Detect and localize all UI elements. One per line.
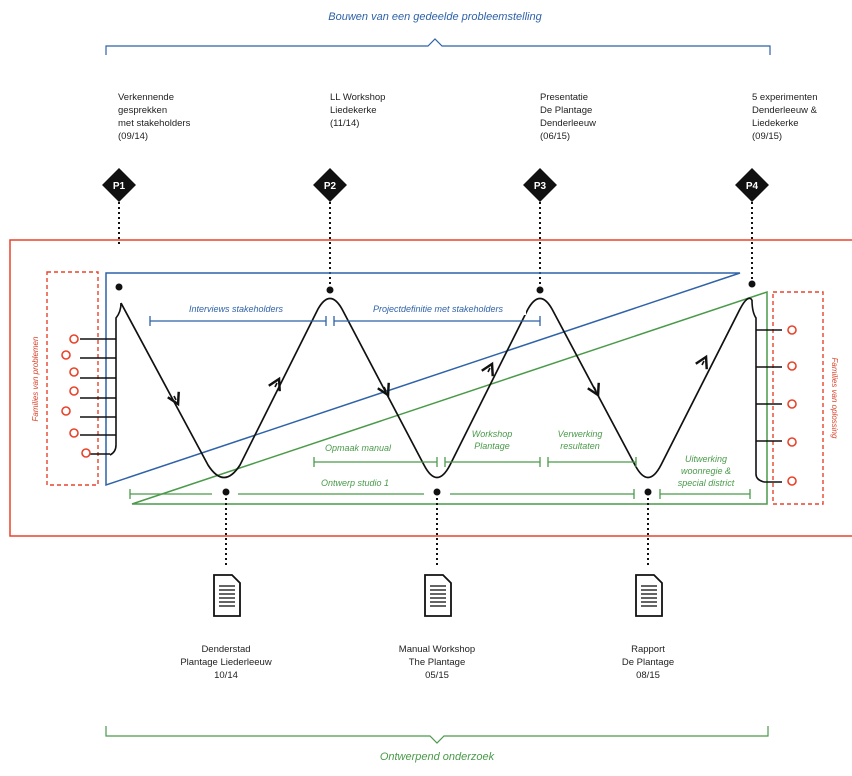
svg-text:Liedekerke: Liedekerke bbox=[330, 105, 376, 116]
svg-text:(09/14): (09/14) bbox=[118, 131, 148, 142]
blue-phase-bars bbox=[149, 316, 541, 326]
solution-families-comb bbox=[751, 299, 782, 483]
green-phase-labels: Opmaak manual Workshop Plantage Verwerki… bbox=[320, 429, 735, 488]
top-title: Bouwen van een gedeelde probleemstelling bbox=[328, 11, 542, 23]
svg-text:The Plantage: The Plantage bbox=[409, 657, 466, 668]
milestone-p1-text: Verkennende gesprekken met stakeholders … bbox=[118, 92, 191, 142]
problem-families-comb bbox=[80, 302, 122, 456]
blue-phase-labels: Interviews stakeholders Projectdefinitie… bbox=[176, 302, 526, 315]
svg-text:Plantage: Plantage bbox=[474, 441, 510, 451]
svg-text:Plantage Liederleeuw: Plantage Liederleeuw bbox=[180, 657, 272, 668]
svg-text:De Plantage: De Plantage bbox=[540, 105, 592, 116]
svg-text:Rapport: Rapport bbox=[631, 644, 665, 655]
svg-text:Interviews stakeholders: Interviews stakeholders bbox=[189, 304, 284, 314]
green-phase-bars bbox=[129, 457, 751, 499]
milestone-p4-text: 5 experimenten Denderleeuw & Liedekerke … bbox=[752, 92, 818, 142]
svg-text:resultaten: resultaten bbox=[560, 441, 600, 451]
solutions-label: Families van oplossing bbox=[830, 358, 839, 439]
milestone-p2-diamond: P2 bbox=[313, 168, 347, 202]
svg-text:met stakeholders: met stakeholders bbox=[118, 118, 191, 129]
process-zigzag-line bbox=[120, 297, 753, 479]
bottom-title: Ontwerpend onderzoek bbox=[380, 751, 495, 763]
svg-text:Verkennende: Verkennende bbox=[118, 92, 174, 103]
svg-text:LL Workshop: LL Workshop bbox=[330, 92, 385, 103]
milestone-p2-text: LL Workshop Liedekerke (11/14) bbox=[330, 92, 385, 129]
document-caption-1: Denderstad Plantage Liederleeuw 10/14 bbox=[180, 644, 272, 681]
svg-text:Ontwerp studio 1: Ontwerp studio 1 bbox=[321, 478, 389, 488]
svg-text:Projectdefinitie met stakehold: Projectdefinitie met stakeholders bbox=[373, 304, 504, 314]
svg-text:08/15: 08/15 bbox=[636, 670, 660, 681]
svg-text:woonregie &: woonregie & bbox=[681, 466, 731, 476]
svg-text:05/15: 05/15 bbox=[425, 670, 449, 681]
document-caption-3: Rapport De Plantage 08/15 bbox=[622, 644, 674, 681]
svg-text:Manual Workshop: Manual Workshop bbox=[399, 644, 475, 655]
solutions-box bbox=[772, 291, 824, 505]
milestone-p3-diamond: P3 bbox=[523, 168, 557, 202]
svg-text:(09/15): (09/15) bbox=[752, 131, 782, 142]
svg-text:Verwerking: Verwerking bbox=[558, 429, 603, 439]
svg-text:Opmaak manual: Opmaak manual bbox=[325, 443, 392, 453]
zigzag-arrows bbox=[167, 354, 708, 407]
bottom-brace bbox=[105, 726, 769, 744]
svg-text:5 experimenten: 5 experimenten bbox=[752, 92, 817, 103]
problem-family-circles bbox=[61, 334, 91, 458]
problems-label: Families van problemen bbox=[31, 336, 40, 421]
svg-text:P1: P1 bbox=[113, 181, 126, 192]
green-triangle bbox=[131, 290, 768, 505]
solution-family-circles bbox=[787, 325, 797, 486]
svg-text:Denderleeuw: Denderleeuw bbox=[540, 118, 596, 129]
milestone-p4-diamond: P4 bbox=[735, 168, 769, 202]
svg-text:Liedekerke: Liedekerke bbox=[752, 118, 798, 129]
document-icon bbox=[635, 574, 663, 617]
svg-text:Presentatie: Presentatie bbox=[540, 92, 588, 103]
svg-text:Workshop: Workshop bbox=[472, 429, 513, 439]
document-caption-2: Manual Workshop The Plantage 05/15 bbox=[399, 644, 475, 681]
svg-text:P3: P3 bbox=[534, 181, 547, 192]
svg-text:P4: P4 bbox=[746, 181, 759, 192]
svg-text:Uitwerking: Uitwerking bbox=[685, 454, 727, 464]
svg-text:gesprekken: gesprekken bbox=[118, 105, 167, 116]
svg-text:10/14: 10/14 bbox=[214, 670, 238, 681]
process-dots bbox=[115, 280, 756, 496]
top-brace bbox=[105, 38, 771, 55]
red-frame bbox=[9, 239, 852, 537]
milestone-p3-text: Presentatie De Plantage Denderleeuw (06/… bbox=[540, 92, 596, 142]
document-connectors bbox=[225, 498, 649, 568]
svg-text:Denderstad: Denderstad bbox=[201, 644, 250, 655]
document-icon bbox=[424, 574, 452, 617]
svg-text:(06/15): (06/15) bbox=[540, 131, 570, 142]
blue-triangle bbox=[105, 272, 741, 487]
milestone-connectors bbox=[118, 202, 753, 286]
svg-text:De Plantage: De Plantage bbox=[622, 657, 674, 668]
document-icon bbox=[213, 574, 241, 617]
milestone-p1-diamond: P1 bbox=[102, 168, 136, 202]
svg-text:P2: P2 bbox=[324, 181, 337, 192]
svg-text:special district: special district bbox=[678, 478, 735, 488]
svg-text:Denderleeuw &: Denderleeuw & bbox=[752, 105, 818, 116]
svg-text:(11/14): (11/14) bbox=[330, 118, 359, 129]
